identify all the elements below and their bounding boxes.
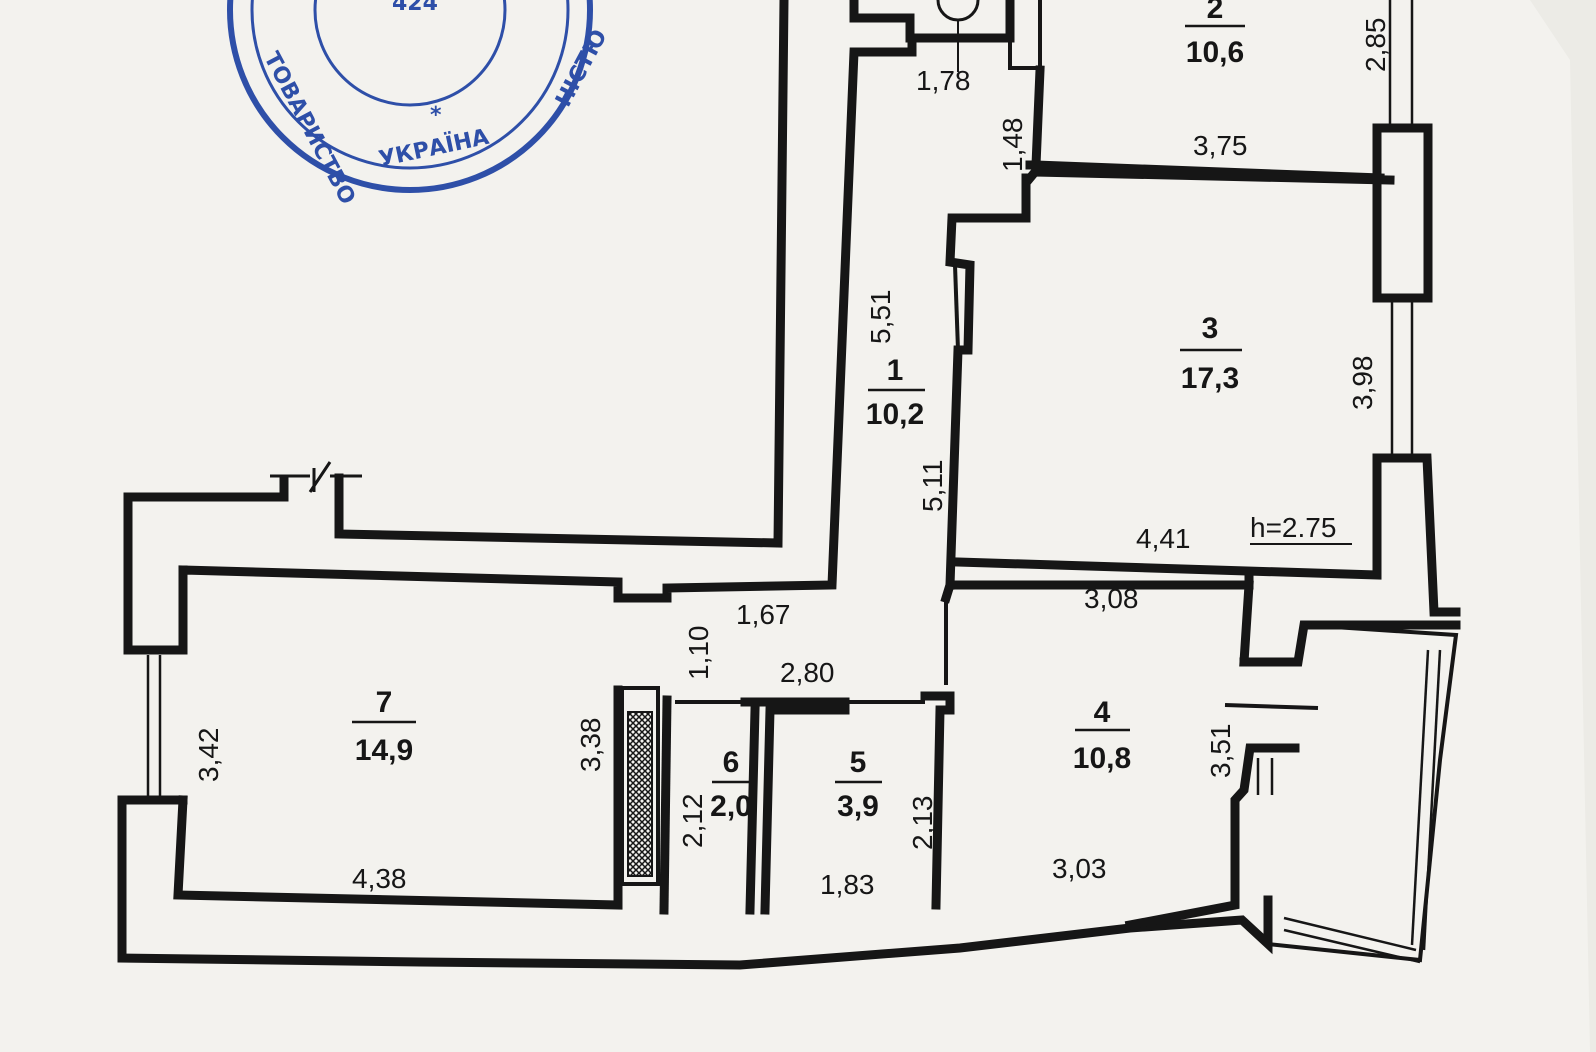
- dim-1-78: 1,78: [916, 65, 971, 96]
- stamp-text-top: 424: [392, 0, 438, 16]
- dim-3-51: 3,51: [1205, 724, 1236, 779]
- room-6-label: 6 2,0: [710, 746, 752, 823]
- ceiling-height-label: h=2.75: [1250, 512, 1336, 543]
- dim-2-85: 2,85: [1360, 18, 1391, 73]
- room7-wall: [178, 565, 623, 655]
- room6-wall: [659, 695, 672, 915]
- dim-4-38: 4,38: [352, 863, 407, 894]
- room-number: 4: [1094, 696, 1111, 729]
- room4-bottom-right: [1124, 743, 1300, 931]
- door-room3: [953, 264, 960, 351]
- room-number: 2: [1207, 0, 1224, 25]
- room6-room5-partition: [740, 697, 850, 915]
- outer-wall-entrance-right: [334, 0, 789, 548]
- room-number: 3: [1202, 312, 1219, 345]
- room-3-label: 3 17,3: [1180, 312, 1242, 395]
- balcony-door-line: [1224, 703, 1319, 710]
- room-number: 7: [376, 686, 393, 719]
- room-number: 5: [850, 746, 867, 779]
- room5-right-wall: [920, 691, 955, 910]
- room3-bottom-wall: [953, 453, 1461, 617]
- room-number: 1: [887, 354, 904, 387]
- room-area: 10,2: [866, 398, 924, 431]
- dim-5-11: 5,11: [917, 460, 948, 512]
- room-2-label: 2 10,6: [1185, 0, 1245, 69]
- hall-door-frame: [1008, 0, 1042, 70]
- room-7-label: 7 14,9: [352, 686, 416, 767]
- dim-3-03: 3,03: [1052, 853, 1107, 884]
- room3-left-wall: [945, 173, 1031, 590]
- dim-1-10: 1,10: [683, 626, 714, 681]
- dim-2-12: 2,12: [677, 794, 708, 849]
- dim-1-67: 1,67: [736, 599, 791, 630]
- outer-wall-bottom: [117, 795, 1273, 970]
- hall-top-niche: [849, 0, 915, 43]
- balcony-glazing-d: [1283, 916, 1417, 952]
- dim-3-75: 3,75: [1193, 130, 1248, 161]
- room-number: 6: [723, 746, 740, 779]
- dim-2-80: 2,80: [780, 657, 835, 688]
- room4-right-wall: [1239, 580, 1461, 667]
- dim-3-38: 3,38: [575, 718, 606, 773]
- room2-bottom-wall: [1031, 160, 1385, 183]
- room6-partition-inner: [745, 705, 760, 915]
- room-area: 10,8: [1073, 742, 1131, 775]
- stamp-star-icon: *: [430, 103, 442, 128]
- room-area: 3,9: [837, 790, 879, 823]
- dim-4-41: 4,41: [1136, 523, 1191, 554]
- room-area: 14,9: [355, 734, 413, 767]
- entrance-door-icon: [270, 461, 362, 493]
- room-area: 10,6: [1186, 36, 1244, 69]
- dim-3-42: 3,42: [193, 728, 224, 783]
- vent-hatch-icon: [627, 711, 653, 877]
- dim-3-08: 3,08: [1084, 583, 1139, 614]
- ventilation-shaft: [620, 686, 660, 886]
- balcony-glazing-c: [1283, 928, 1421, 964]
- balcony-outline: [1267, 623, 1459, 963]
- dim-1-83: 1,83: [820, 869, 875, 900]
- balcony-glazing-a: [1422, 649, 1442, 951]
- dim-5-51: 5,51: [865, 290, 896, 345]
- room-area: 2,0: [710, 790, 752, 823]
- dim-1-48: 1,48: [997, 118, 1028, 173]
- room-4-label: 4 10,8: [1073, 696, 1131, 775]
- room7-wall-bottom: [173, 685, 623, 910]
- dim-2-13: 2,13: [907, 796, 938, 851]
- balcony-glazing-b: [1410, 649, 1430, 946]
- room-1-label: 1 10,2: [866, 354, 925, 431]
- dim-3-98: 3,98: [1347, 356, 1378, 411]
- room-area: 17,3: [1181, 362, 1239, 395]
- room-5-label: 5 3,9: [835, 746, 882, 823]
